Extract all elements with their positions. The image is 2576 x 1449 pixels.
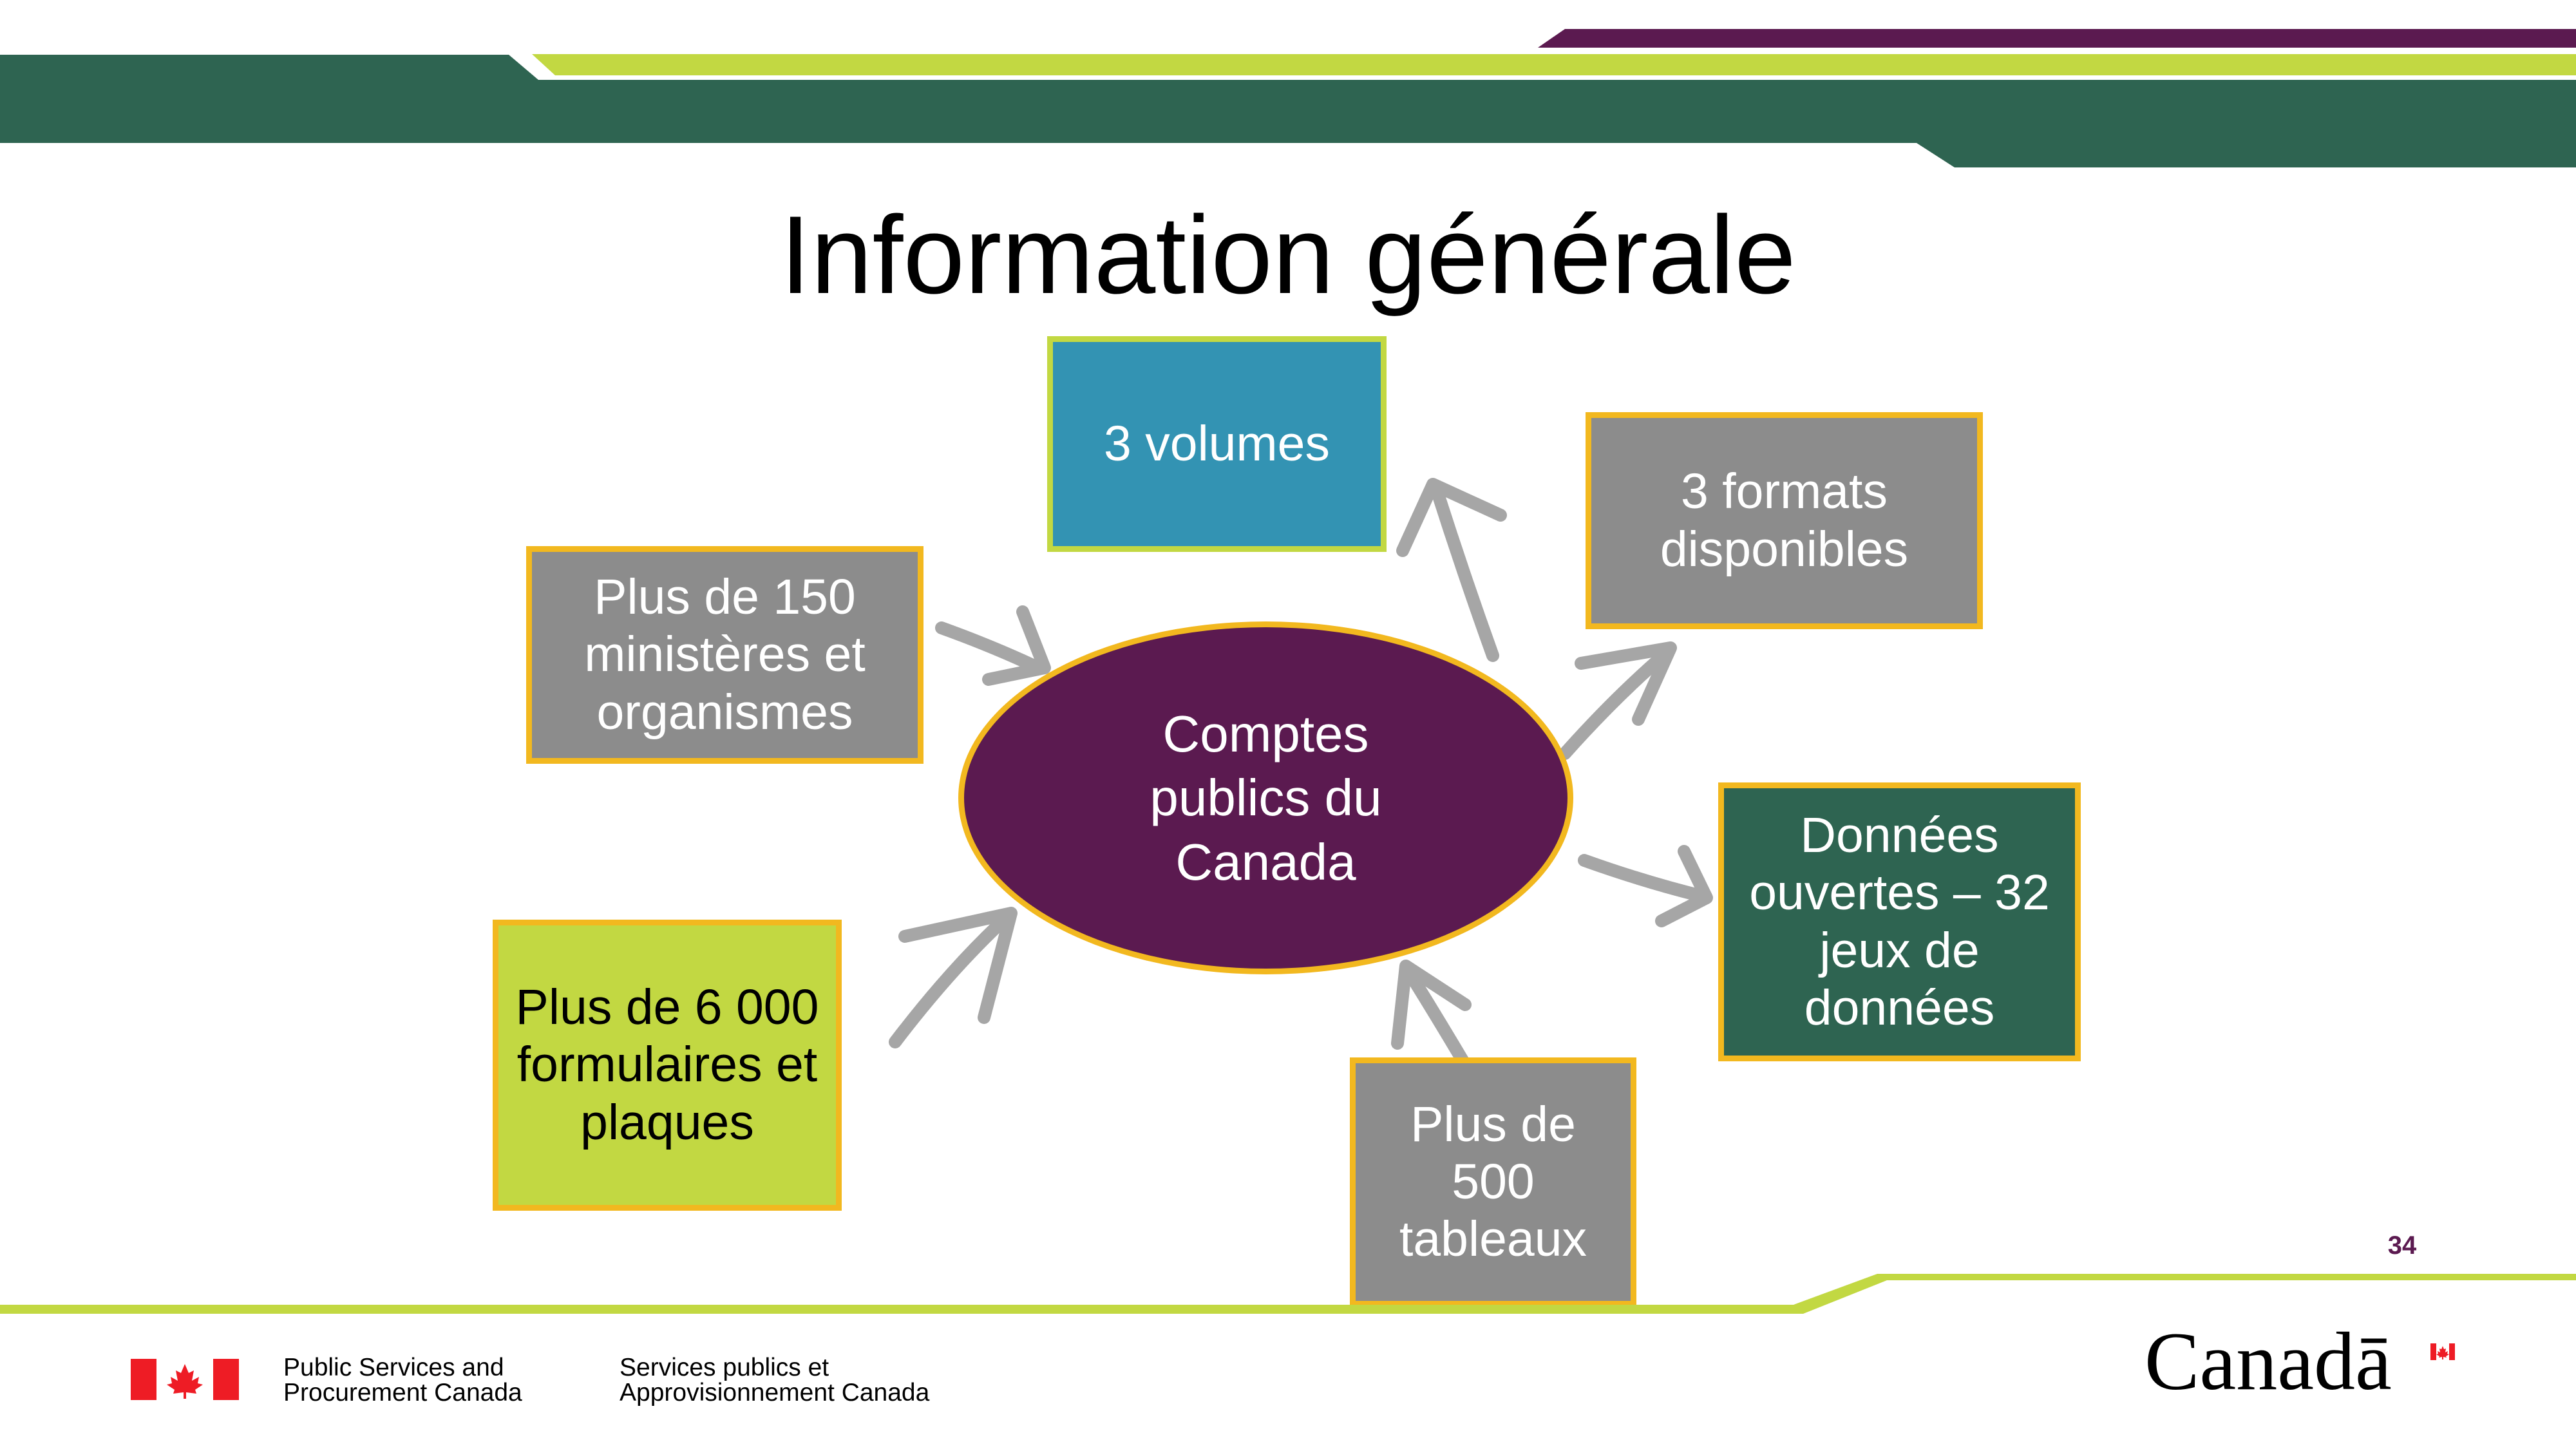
header-lime-band	[532, 54, 2576, 75]
arrow-from-forms-icon	[889, 907, 1018, 1048]
header-purple-band	[1538, 29, 2576, 48]
wordmark-flag-icon	[2430, 1343, 2455, 1360]
canada-flag-icon	[131, 1359, 239, 1400]
node-formats: 3 formats disponibles	[1586, 412, 1983, 629]
node-ministries: Plus de 150 ministères et organismes	[526, 546, 923, 764]
node-tables-label: Plus de 500 tableaux	[1399, 1096, 1587, 1267]
node-forms-label: Plus de 6 000 formulaires et plaques	[515, 980, 819, 1150]
node-formats-label: 3 formats disponibles	[1660, 464, 1909, 577]
node-open-data: Données ouvertes – 32 jeux de données	[1718, 782, 2081, 1061]
footer-band	[0, 1274, 2576, 1314]
department-name-fr: Services publics et Approvisionnement Ca…	[620, 1354, 930, 1406]
header-green-band	[0, 55, 2576, 167]
arrow-to-volumes-icon	[1396, 478, 1507, 662]
canada-wordmark: Canadā	[2145, 1316, 2392, 1407]
department-name-en: Public Services and Procurement Canada	[283, 1354, 522, 1406]
center-node-label: Comptes publics du Canada	[1150, 705, 1382, 891]
node-volumes: 3 volumes	[1047, 336, 1387, 552]
footer-lime-band	[0, 1274, 2576, 1314]
arrow-to-open-data-icon	[1578, 845, 1713, 927]
header-bands	[0, 29, 2576, 167]
center-node-comptes-publics: Comptes publics du Canada	[958, 621, 1573, 974]
node-volumes-label: 3 volumes	[1104, 415, 1330, 471]
node-open-data-label: Données ouvertes – 32 jeux de données	[1749, 807, 2050, 1036]
node-ministries-label: Plus de 150 ministères et organismes	[584, 569, 866, 740]
arrow-to-formats-icon	[1558, 641, 1677, 760]
slide-title: Information générale	[780, 193, 1796, 317]
node-tables: Plus de 500 tableaux	[1350, 1057, 1636, 1307]
page-number: 34	[2387, 1231, 2417, 1260]
node-forms: Plus de 6 000 formulaires et plaques	[493, 920, 842, 1211]
arrow-from-ministries-icon	[935, 605, 1051, 686]
